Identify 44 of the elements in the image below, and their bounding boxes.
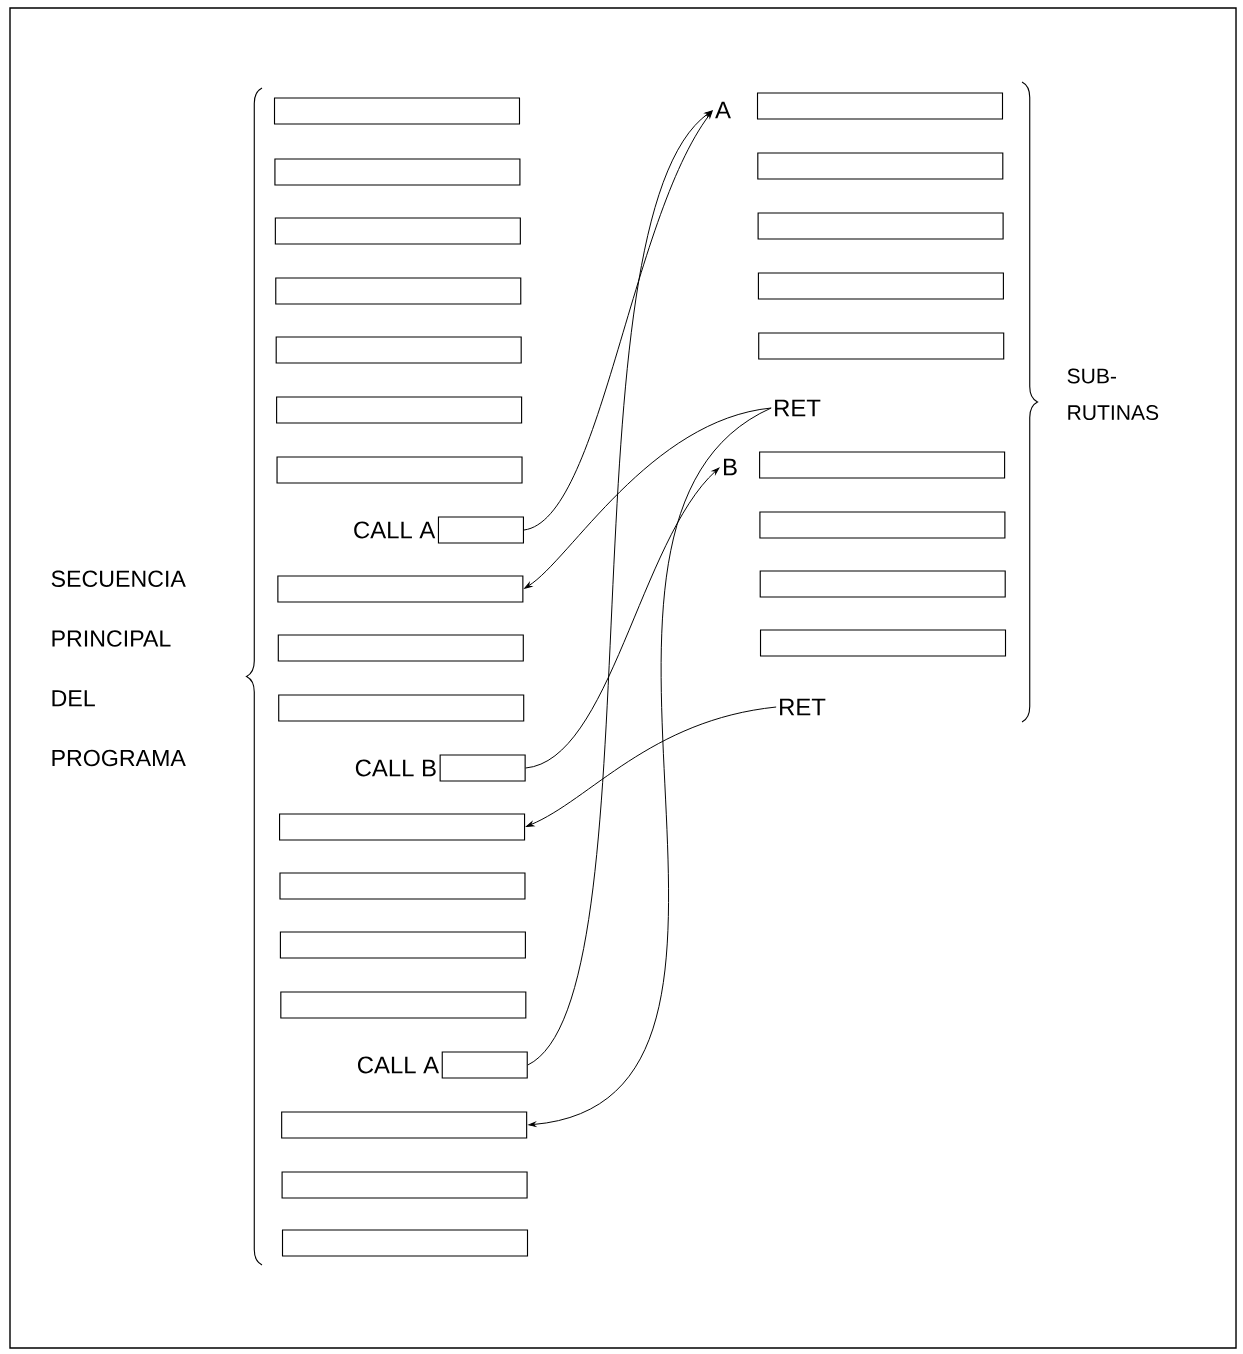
arrow: [525, 467, 720, 769]
instruction-box: [277, 575, 524, 603]
call-label: CALL B: [355, 759, 436, 777]
arrow: [528, 407, 772, 1127]
instruction-box: [437, 516, 524, 544]
instruction-box: [274, 158, 521, 186]
instruction-box: [759, 570, 1006, 598]
call-label: CALL A: [354, 521, 436, 539]
instruction-box: [277, 634, 524, 662]
arrow: [524, 407, 772, 589]
instruction-box: [280, 991, 527, 1019]
arrow: [526, 706, 777, 827]
instruction-box: [276, 456, 523, 484]
section-label: SECUENCIA PRINCIPAL DEL PROGRAMA: [51, 570, 186, 767]
node-label: RET: [775, 399, 821, 417]
instruction-box: [756, 92, 1004, 120]
instruction-box: [281, 1171, 528, 1199]
instruction-box: [759, 511, 1006, 539]
arrow: [523, 110, 713, 531]
instruction-box: [281, 1111, 528, 1139]
instruction-box: [275, 277, 522, 305]
instruction-box: [279, 813, 526, 841]
arrow: [527, 110, 713, 1066]
instruction-box: [276, 396, 523, 424]
instruction-box: [279, 931, 526, 959]
instruction-box: [757, 272, 1004, 300]
call-label: CALL A: [357, 1056, 440, 1074]
instruction-box: [441, 1051, 528, 1079]
instruction-box: [757, 212, 1004, 240]
node-label: B: [724, 458, 737, 476]
instruction-box: [758, 332, 1005, 360]
instruction-box: [274, 217, 521, 245]
instruction-box: [279, 872, 526, 900]
instruction-box: [281, 1229, 529, 1257]
instruction-box: [759, 629, 1007, 657]
instruction-box: [439, 754, 526, 782]
node-label: A: [715, 101, 731, 119]
node-label: RET: [780, 698, 826, 716]
instruction-box: [759, 451, 1006, 479]
instruction-box: [278, 694, 525, 722]
instruction-box: [275, 336, 522, 364]
instruction-box: [757, 152, 1004, 180]
section-label: SUB- RUTINAS: [1067, 368, 1159, 421]
instruction-box: [273, 97, 521, 125]
